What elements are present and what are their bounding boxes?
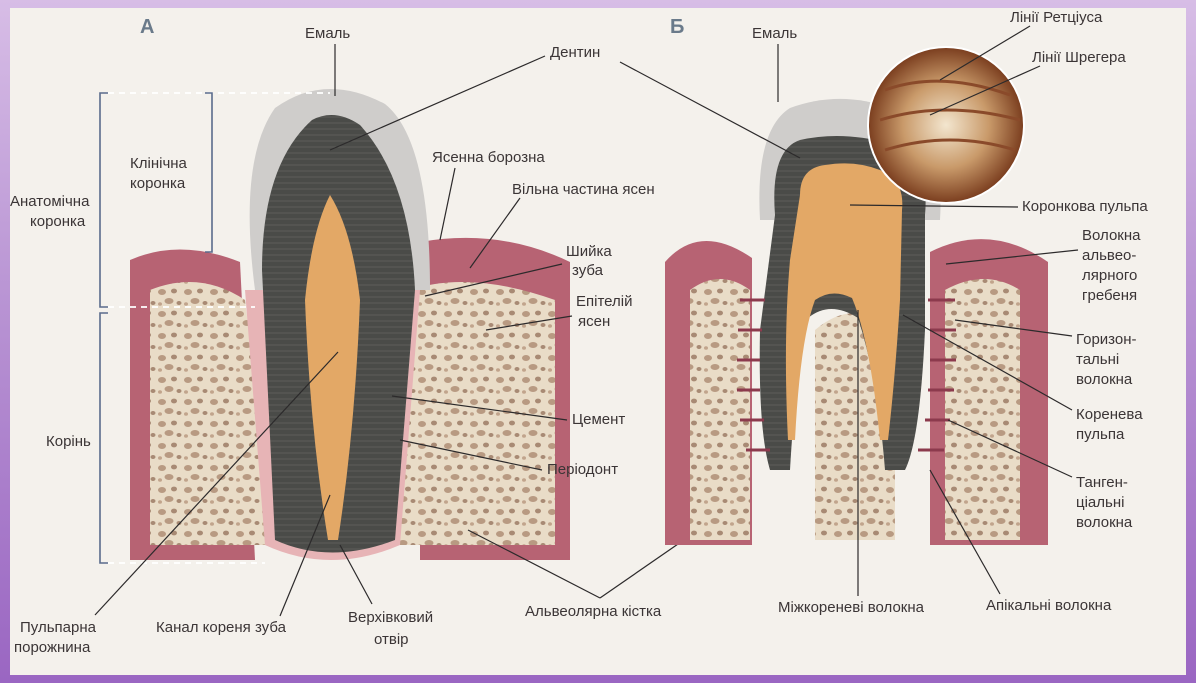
label-anatomical-crown-1: Анатомічна [10, 193, 90, 210]
label-pulp-cavity-2: порожнина [14, 639, 91, 656]
root-bracket [100, 313, 108, 563]
label-horizontal-fibers-3: волокна [1076, 371, 1133, 388]
label-tooth-neck-1: Шийка [566, 243, 612, 260]
label-coronal-pulp: Коронкова пульпа [1022, 198, 1148, 215]
panel-b-letter: Б [670, 16, 684, 38]
label-enamel-b: Емаль [752, 25, 797, 42]
label-tangential-fibers-3: волокна [1076, 514, 1133, 531]
label-crest-fibers-2: альвео- [1082, 247, 1136, 264]
label-apical-foramen-2: отвір [374, 631, 409, 648]
label-crest-fibers-1: Волокна [1082, 227, 1141, 244]
label-tangential-fibers-2: ціальні [1076, 494, 1124, 511]
label-root-canal: Канал кореня зуба [156, 619, 287, 636]
label-alveolar-bone: Альвеолярна кістка [525, 603, 662, 620]
label-apical-foramen-1: Верхівковий [348, 609, 433, 626]
alveolar-bone-right-a [395, 282, 555, 545]
anatomical-crown-bracket [100, 93, 108, 307]
magnified-enamel-circle [868, 47, 1024, 203]
label-clinical-crown-2: коронка [130, 175, 186, 192]
label-gingival-sulcus: Ясенна борозна [432, 149, 545, 166]
label-crest-fibers-4: гребеня [1082, 287, 1137, 304]
label-root-pulp-2: пульпа [1076, 426, 1125, 443]
label-apical-fibers: Апікальні волокна [986, 597, 1112, 614]
label-enamel-a: Емаль [305, 25, 350, 42]
label-pulp-cavity-1: Пульпарна [20, 619, 97, 636]
label-periodontium: Періодонт [547, 461, 618, 478]
label-root: Корінь [46, 433, 91, 450]
label-horizontal-fibers-1: Горизон- [1076, 331, 1137, 348]
label-gingival-epithelium-2: ясен [578, 313, 610, 330]
label-crest-fibers-3: лярного [1082, 267, 1137, 284]
label-interradicular-fibers: Міжкореневі волокна [778, 599, 925, 616]
label-retzius-lines: Лінії Ретціуса [1010, 9, 1103, 26]
panel-a-letter: А [140, 16, 154, 38]
panel-b-illustration [665, 47, 1048, 545]
label-free-gingiva: Вільна частина ясен [512, 181, 655, 198]
label-gingival-epithelium-1: Епітелій [576, 293, 632, 310]
label-tangential-fibers-1: Танген- [1076, 474, 1128, 491]
label-dentin: Дентин [550, 44, 600, 61]
label-cementum: Цемент [572, 411, 625, 428]
label-tooth-neck-2: зуба [572, 262, 604, 279]
label-clinical-crown-1: Клінічна [130, 155, 188, 172]
label-schreger-lines: Лінії Шрегера [1032, 49, 1126, 66]
label-root-pulp-1: Коренева [1076, 406, 1143, 423]
label-horizontal-fibers-2: тальні [1076, 351, 1119, 368]
clinical-crown-bracket [205, 93, 212, 252]
label-anatomical-crown-2: коронка [30, 213, 86, 230]
